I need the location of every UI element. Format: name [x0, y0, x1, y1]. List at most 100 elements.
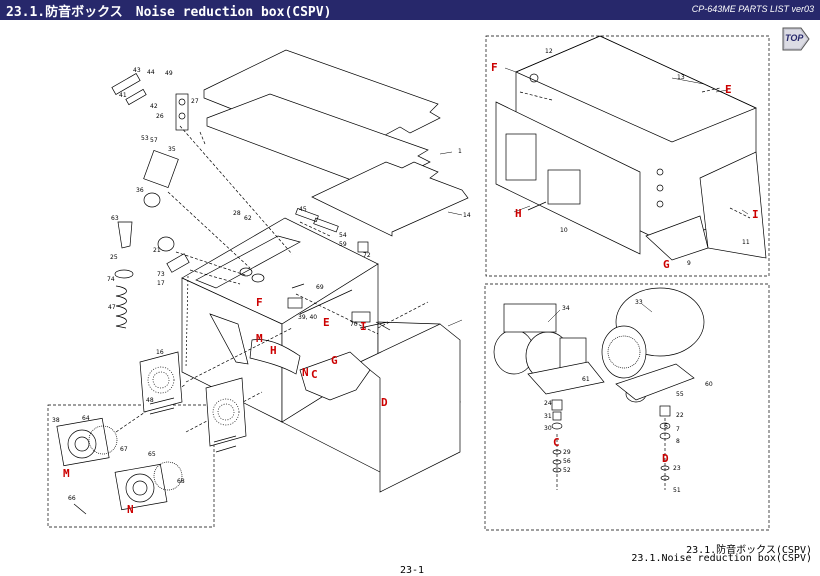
main-box	[181, 217, 461, 493]
location-letters: F F E E H H G G I I M M N N C C D D	[63, 61, 759, 516]
part-label: 64	[82, 415, 90, 422]
part-label: 9	[687, 260, 691, 267]
part-label: 13	[677, 74, 685, 81]
part-label: 66	[68, 495, 76, 502]
page-number: 23-1	[400, 565, 425, 576]
part-label: 22	[676, 412, 684, 419]
location-letter: D	[662, 452, 669, 465]
location-letter: E	[323, 316, 330, 329]
part-label: 7	[676, 426, 680, 433]
part-label: 29	[563, 449, 571, 456]
part-label: 38	[52, 417, 60, 424]
part-label: 34	[562, 305, 570, 312]
location-letter: N	[302, 366, 309, 379]
fan-unit-m	[56, 417, 118, 467]
location-letter: D	[381, 396, 388, 409]
part-label: 12	[545, 48, 553, 55]
part-label: 11	[742, 239, 750, 246]
part-label: 41	[119, 92, 127, 99]
part-label: 52	[563, 467, 571, 474]
left-fitting-parts	[111, 73, 391, 331]
location-letter: H	[515, 207, 522, 220]
part-label: 54	[339, 232, 347, 239]
part-label: 33	[635, 299, 643, 306]
top-cover-panels	[199, 49, 469, 237]
part-label: 1	[458, 148, 462, 155]
part-label: 61	[582, 376, 590, 383]
location-letter: I	[360, 320, 367, 333]
part-label: 70	[350, 321, 358, 328]
location-letter: C	[311, 368, 318, 381]
part-label: 60	[705, 381, 713, 388]
part-label: 26	[156, 113, 164, 120]
location-letter: C	[553, 436, 560, 449]
fan-unit-n	[73, 461, 183, 515]
filter-16-lower	[205, 377, 247, 453]
blower-mount-stacks	[551, 399, 671, 490]
part-label: 24	[544, 400, 552, 407]
part-label: 39, 40	[298, 314, 317, 321]
top-arrow-icon	[782, 27, 810, 51]
part-label: 55	[676, 391, 684, 398]
blower-inset-frame	[484, 283, 770, 531]
part-label: 44	[147, 69, 155, 76]
part-label: 27	[191, 98, 199, 105]
location-letter: E	[725, 83, 732, 96]
location-letter: H	[270, 344, 277, 357]
document-id: CP-643ME PARTS LIST ver03	[691, 4, 814, 14]
part-label: 25	[110, 254, 118, 261]
part-label: 42	[150, 103, 158, 110]
footer-title-jp: 23.1.防音ボックス(CSPV)	[686, 545, 812, 556]
location-letter: F	[491, 61, 498, 74]
part-label: 47	[108, 304, 116, 311]
part-label: 14	[463, 212, 471, 219]
part-label: 31	[544, 413, 552, 420]
fan-inset-frame	[47, 404, 215, 528]
part-label: 56	[563, 458, 571, 465]
page-title: 23.1.防音ボックス Noise reduction box(CSPV)	[6, 5, 332, 20]
part-label: 30	[544, 425, 552, 432]
part-label: 57	[150, 137, 158, 144]
top-button[interactable]: TOP	[781, 24, 811, 54]
part-label: 69	[316, 284, 324, 291]
exploded-parts-diagram: 1 6 7 8 10 11 12 13 14 16 17 21 22 23 24…	[47, 35, 770, 531]
filter-16-upper	[139, 351, 183, 415]
footer-title-en: 23.1.Noise reduction box(CSPV)	[631, 553, 812, 564]
part-label: 53	[141, 135, 149, 142]
part-label: 72	[363, 252, 371, 259]
part-label: 62	[244, 215, 252, 222]
leader-lines	[439, 67, 749, 327]
top-button-label: TOP	[785, 33, 804, 43]
location-letter: N	[127, 503, 134, 516]
part-label: 23	[673, 465, 681, 472]
part-label: 48	[146, 397, 154, 404]
part-label: 59	[339, 241, 347, 248]
page-header: 23.1.防音ボックス Noise reduction box(CSPV) CP…	[0, 0, 820, 20]
blower-33	[601, 287, 705, 403]
part-label: 51	[673, 487, 681, 494]
part-label: 49	[165, 70, 173, 77]
part-label: 45	[299, 206, 307, 213]
part-label: 8	[676, 438, 680, 445]
part-label: 73	[157, 271, 165, 278]
part-label: 16	[156, 349, 164, 356]
part-label: 74	[107, 276, 115, 283]
part-label: 35	[168, 146, 176, 153]
part-label: 36	[136, 187, 144, 194]
part-label: 21	[153, 247, 161, 254]
part-label: 28	[233, 210, 241, 217]
location-letter: I	[752, 208, 759, 221]
exploded-panels	[495, 35, 767, 261]
blower-34	[493, 303, 605, 395]
location-letter: G	[663, 258, 670, 271]
part-label: 68	[177, 478, 185, 485]
location-letter: M	[256, 332, 263, 345]
part-label: 63	[111, 215, 119, 222]
part-label: 43	[133, 67, 141, 74]
location-letter: M	[63, 467, 70, 480]
part-labels: 1 6 7 8 10 11 12 13 14 16 17 21 22 23 24…	[52, 48, 750, 502]
part-label: 65	[148, 451, 156, 458]
part-label: 17	[157, 280, 165, 287]
part-label: 67	[120, 446, 128, 453]
panel-inset-frame	[485, 35, 770, 277]
